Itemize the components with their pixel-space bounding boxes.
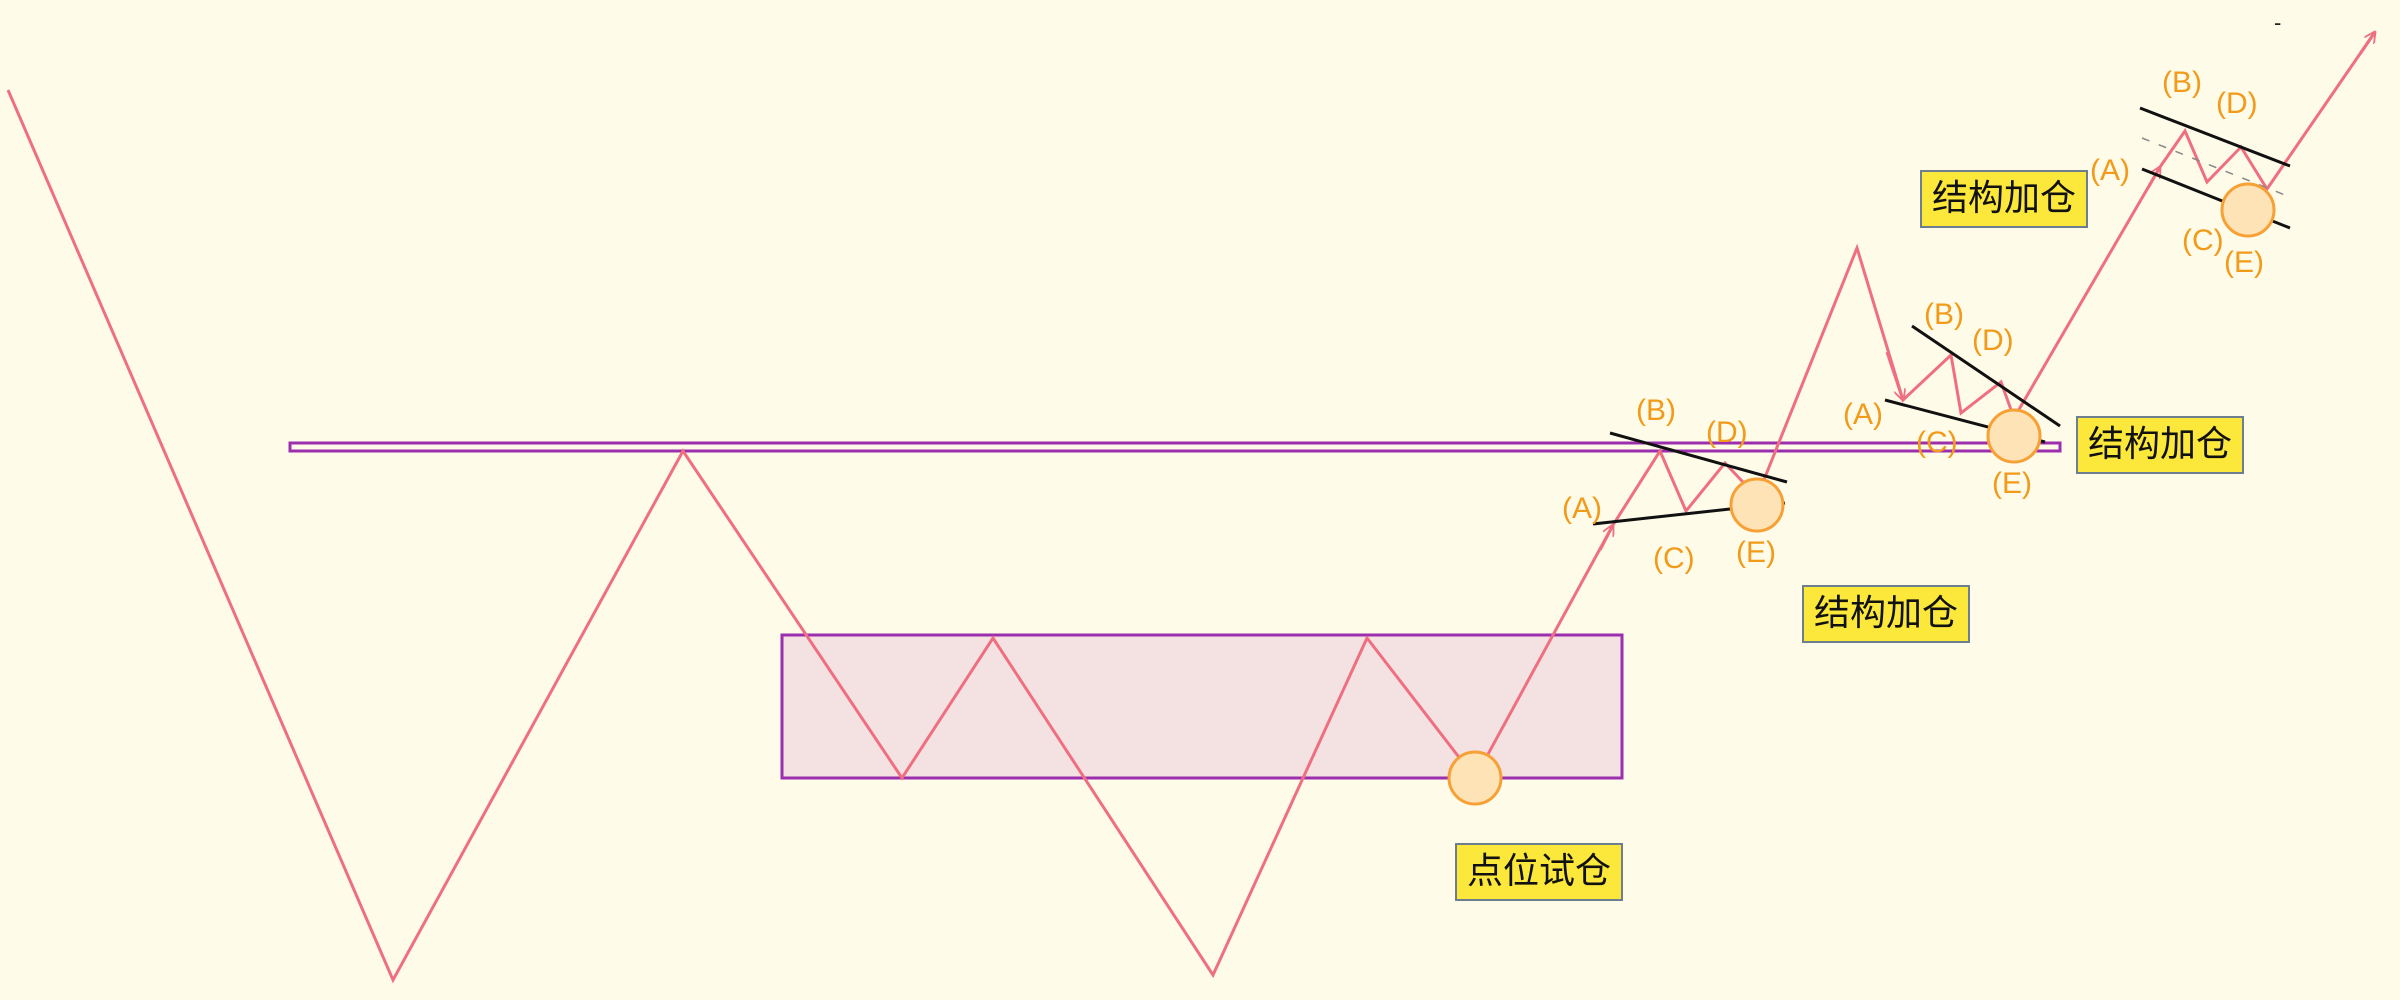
- triangle-1-upper-trendline: [1609, 431, 1788, 484]
- arrow-tick-3: [2146, 167, 2160, 189]
- triangle-3-e-marker: [2220, 182, 2276, 238]
- triangle-3-midline: [2141, 137, 2291, 198]
- triangle-2-label-a: (A): [1843, 398, 1883, 431]
- add-position-callout-1: 结构加仓: [1802, 585, 1971, 643]
- arrow-tick-4: [2358, 32, 2375, 55]
- triangle-2-label-e: (E): [1992, 467, 2032, 500]
- corner-mark: -: [2274, 10, 2281, 35]
- add-position-callout-2: 结构加仓: [2076, 416, 2245, 474]
- triangle-3-label-b: (B): [2162, 66, 2202, 99]
- triangle-2-e-marker: [1986, 408, 2042, 464]
- consolidation-range-box: [780, 633, 1624, 780]
- triangle-1-e-marker: [1729, 477, 1785, 533]
- triangle-1-label-c: (C): [1653, 542, 1695, 575]
- entry-marker: [1447, 750, 1503, 806]
- triangle-2-label-d: (D): [1972, 324, 2014, 357]
- triangle-2-label-b: (B): [1924, 298, 1964, 331]
- resistance-line: [288, 441, 2062, 453]
- triangle-2-label-c: (C): [1916, 426, 1958, 459]
- arrow-tick-1: [1598, 525, 1613, 551]
- triangle-1-label-b: (B): [1636, 394, 1676, 427]
- triangle-1-label-d: (D): [1706, 416, 1748, 449]
- entry-callout: 点位试仓: [1455, 843, 1624, 901]
- triangle-3-label-c: (C): [2182, 224, 2224, 257]
- triangle-3-label-a: (A): [2090, 154, 2130, 187]
- triangle-3-upper-trendline: [2139, 106, 2291, 168]
- triangle-1-label-e: (E): [1736, 536, 1776, 569]
- triangle-3-label-d: (D): [2216, 87, 2258, 120]
- arrow-tick-2: [1885, 351, 1903, 400]
- triangle-1-label-a: (A): [1562, 492, 1602, 525]
- add-position-callout-3: 结构加仓: [1920, 170, 2089, 228]
- triangle-2-upper-trendline: [1911, 324, 2061, 428]
- triangle-3-label-e: (E): [2224, 246, 2264, 279]
